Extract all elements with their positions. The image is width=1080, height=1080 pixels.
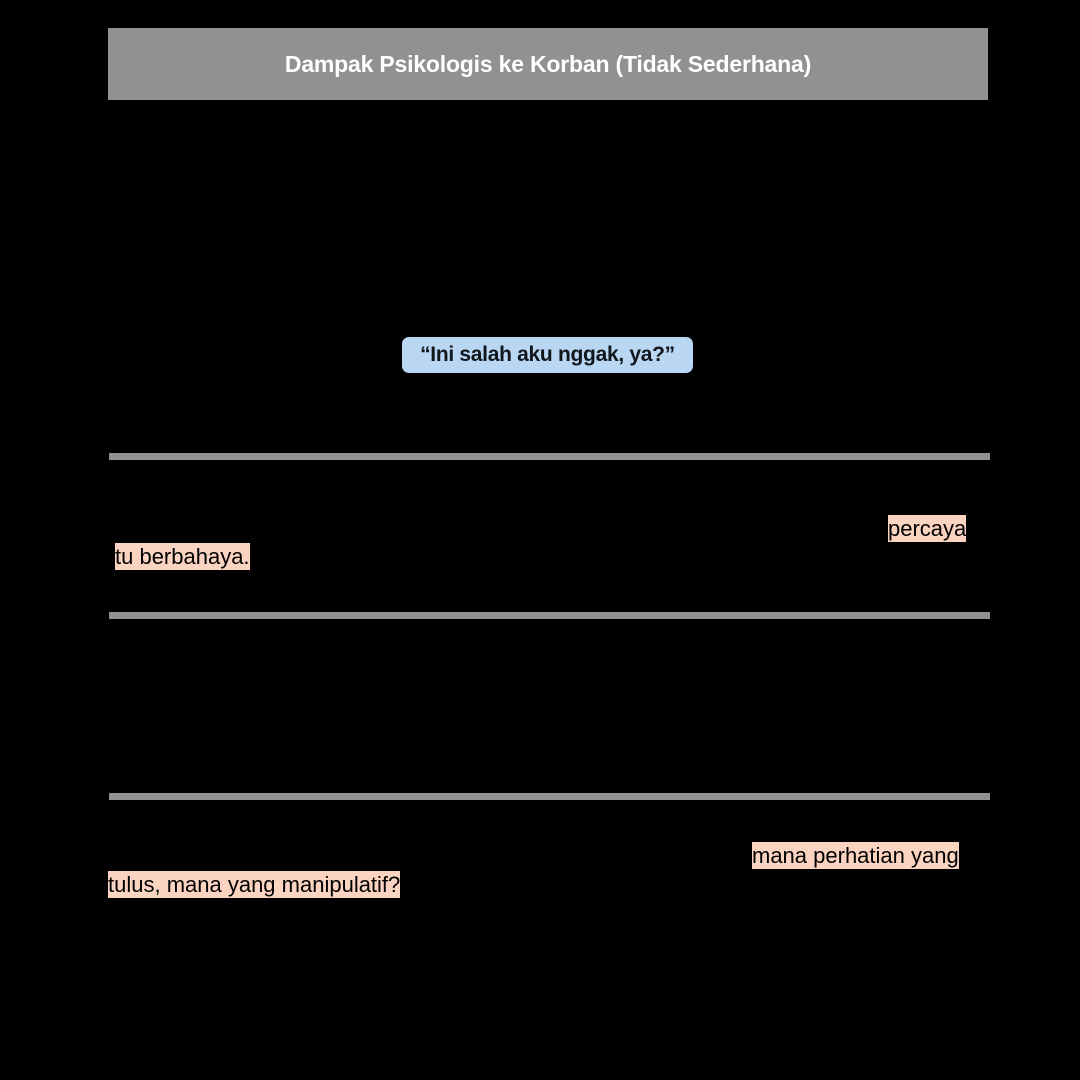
divider-3 bbox=[109, 793, 990, 800]
slide-title-bar: Dampak Psikologis ke Korban (Tidak Seder… bbox=[108, 28, 988, 100]
hidden-text-run bbox=[108, 480, 114, 505]
highlight-perhatian-yang: mana perhatian yang bbox=[752, 842, 959, 869]
divider-1 bbox=[109, 453, 990, 460]
quote-highlight-chip: “Ini salah aku nggak, ya?” bbox=[402, 337, 693, 373]
quote-text: “Ini salah aku nggak, ya?” bbox=[420, 343, 675, 366]
highlight-berbahaya: tu berbahaya. bbox=[115, 543, 250, 570]
body-paragraph-2: percaya tu berbahaya. bbox=[108, 478, 992, 570]
divider-2 bbox=[109, 612, 990, 619]
highlight-manipulatif: tulus, mana yang manipulatif? bbox=[108, 871, 401, 898]
highlight-percaya: percaya bbox=[888, 515, 967, 542]
page-title: Dampak Psikologis ke Korban (Tidak Seder… bbox=[284, 50, 812, 77]
body-paragraph-4: mana perhatian yang tulus, mana yang man… bbox=[108, 818, 992, 898]
hidden-text-run bbox=[108, 820, 114, 845]
